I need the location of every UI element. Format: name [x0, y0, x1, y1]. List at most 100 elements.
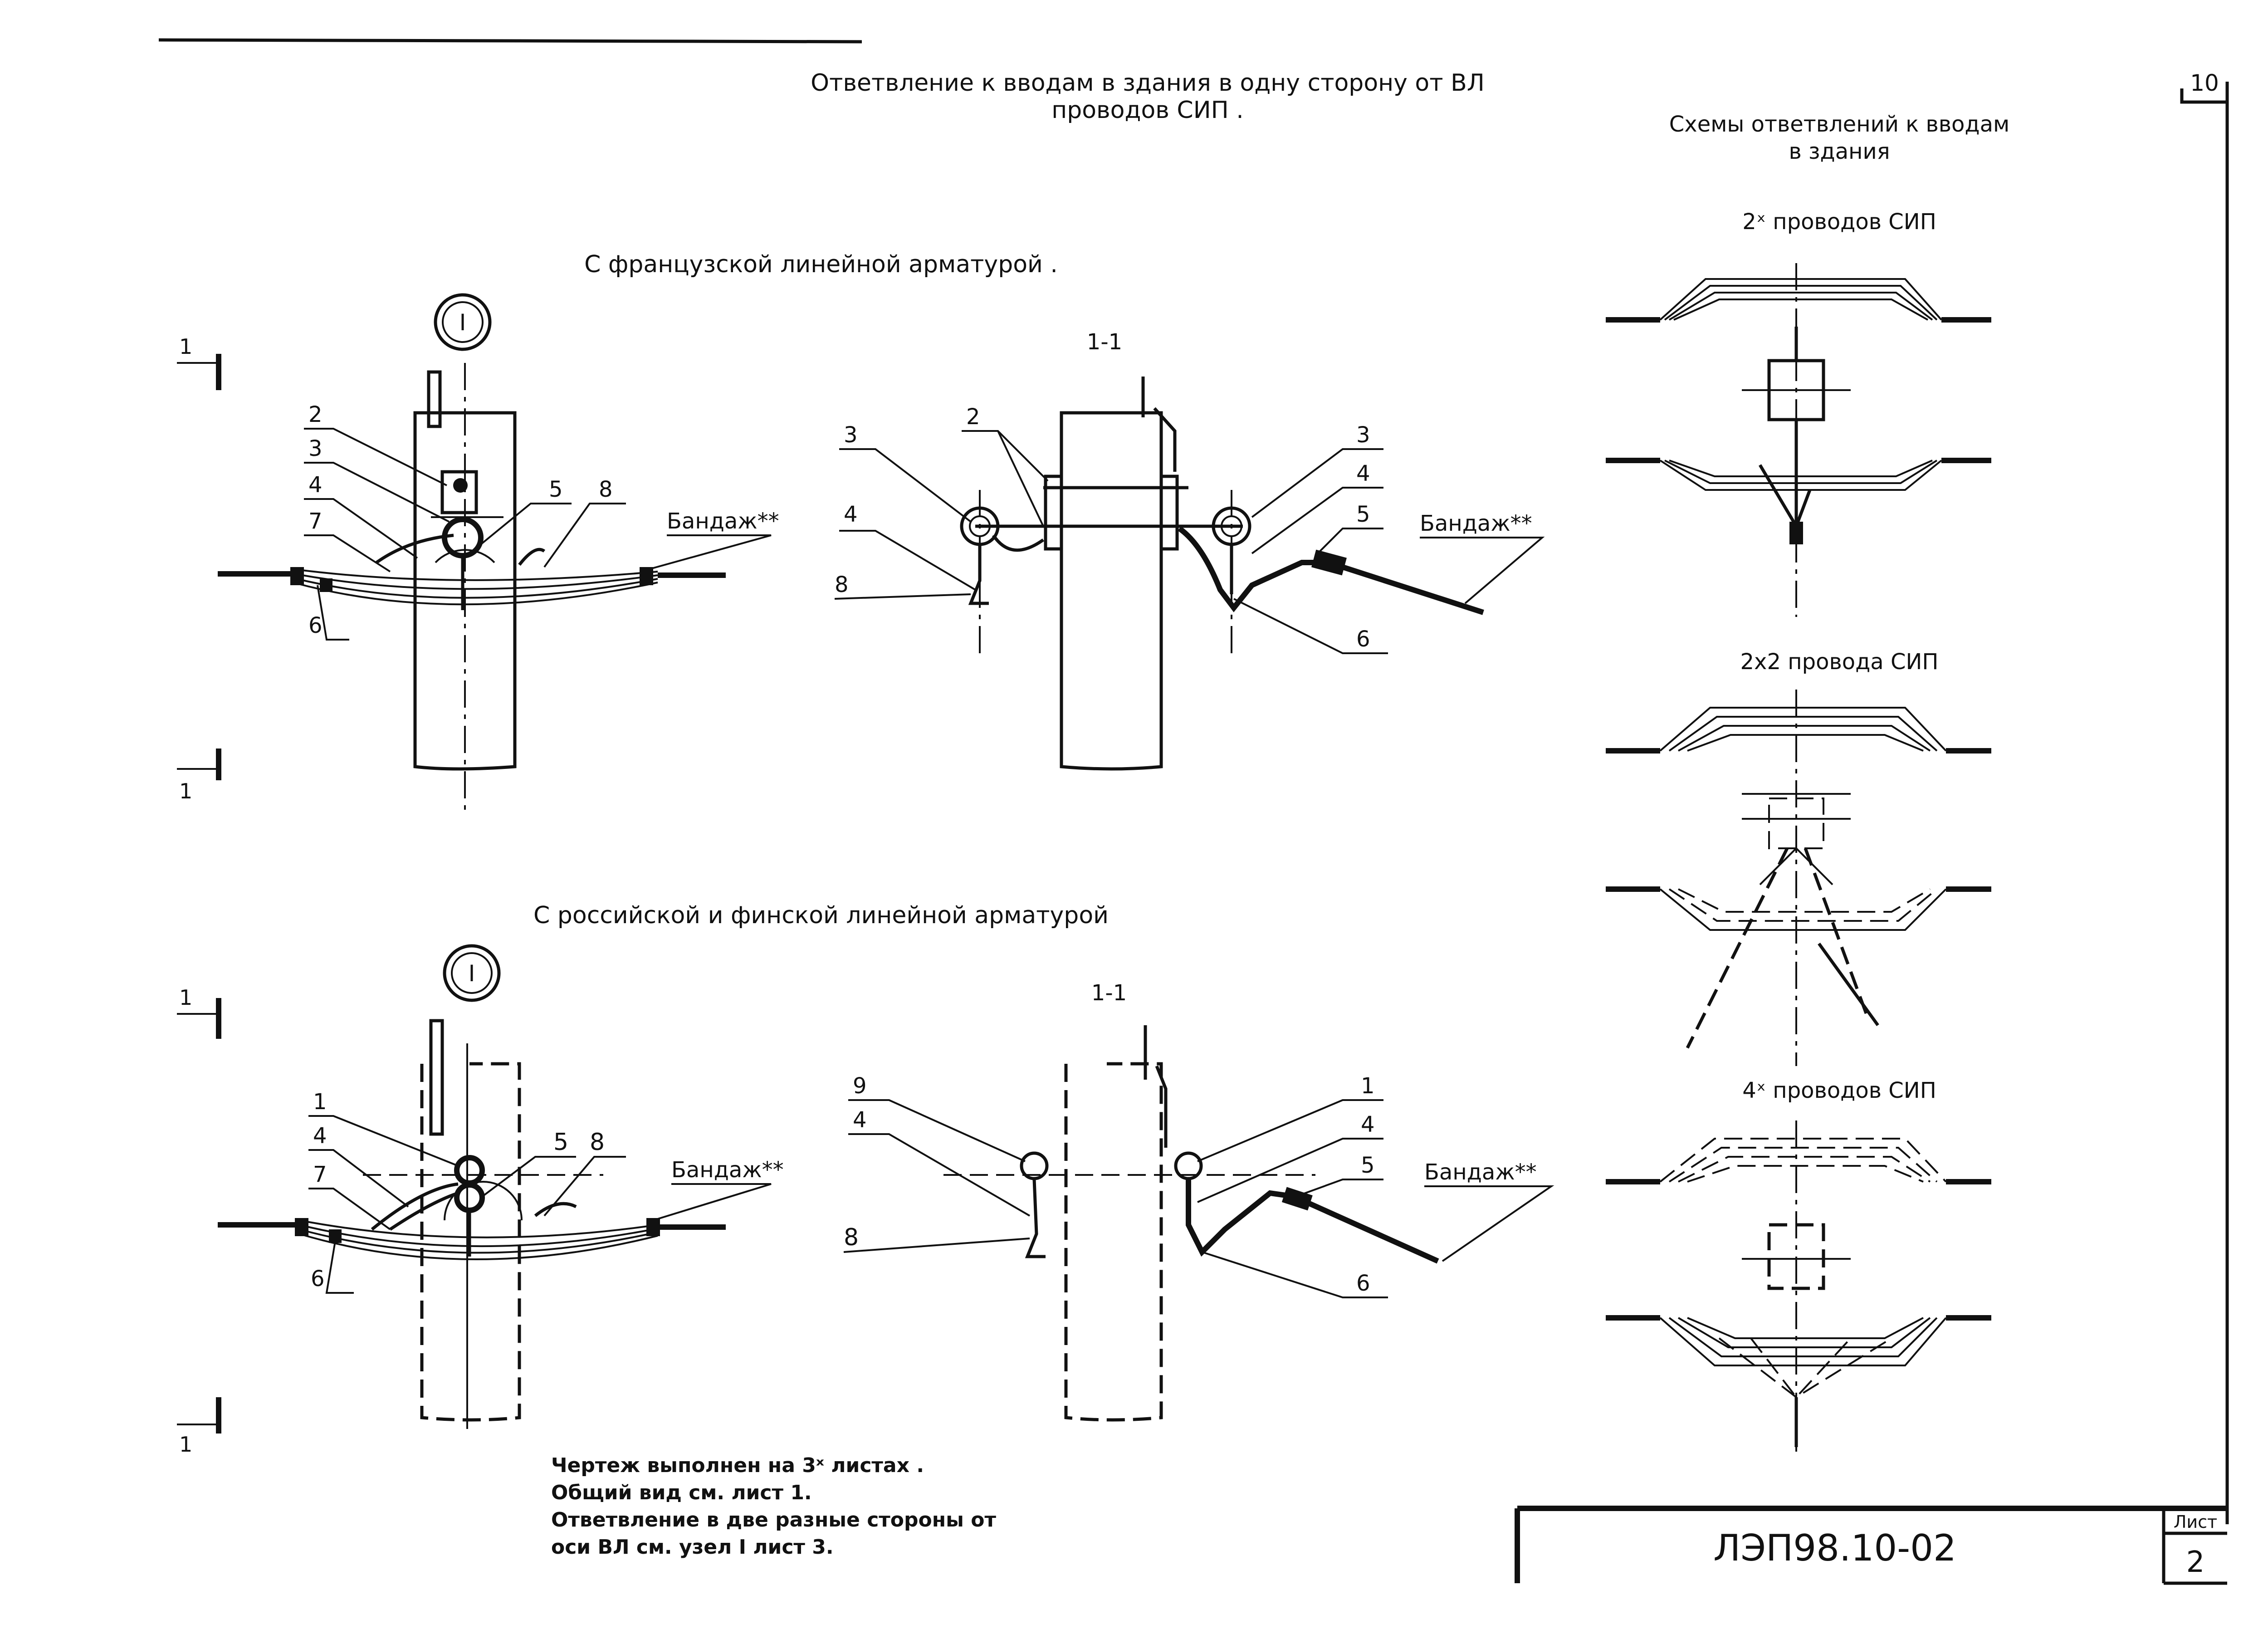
bottom-section-view: 1-1 9 4 8 1 4 5 6 Бандаж** — [843, 980, 1554, 1422]
svg-text:5: 5 — [1356, 502, 1370, 527]
sheet-number: 2 — [2186, 1546, 2205, 1579]
pole-top-rod — [427, 370, 442, 428]
top-front-view: 1 1 I — [177, 293, 779, 817]
scheme2-diagram — [1606, 690, 1991, 1066]
main-title-line2: проводов СИП . — [1051, 97, 1244, 124]
svg-text:4: 4 — [1361, 1112, 1375, 1137]
note-line4: оси ВЛ см. узел I лист 3. — [551, 1536, 834, 1559]
svg-text:1: 1 — [179, 779, 192, 803]
svg-text:9: 9 — [853, 1073, 867, 1099]
branch-wire-left-bottom — [371, 1182, 459, 1231]
svg-text:8: 8 — [844, 1224, 859, 1251]
top-section-view: 1-1 3 4 8 2 — [834, 329, 1545, 771]
bracket-arm — [1153, 407, 1177, 472]
main-cable-bundle-bottom — [218, 1218, 726, 1261]
svg-text:6: 6 — [1356, 626, 1370, 652]
scheme3-box — [1767, 1223, 1825, 1290]
svg-text:6: 6 — [308, 613, 323, 638]
svg-text:6: 6 — [1356, 1271, 1370, 1296]
notes-block: Чертеж выполнен на 3ˣ листах . Общий вид… — [551, 1454, 996, 1559]
pole-top-section — [1060, 411, 1163, 771]
svg-text:5: 5 — [553, 1129, 568, 1156]
bandage-label-bottom-section: Бандаж** — [1424, 1160, 1537, 1185]
svg-text:4: 4 — [844, 502, 858, 527]
plate-right — [1159, 475, 1179, 551]
note-line1: Чертеж выполнен на 3ˣ листах . — [551, 1454, 924, 1477]
sheet-label: Лист — [2174, 1512, 2217, 1532]
pole-top-rod-bottom — [429, 1019, 444, 1136]
bandage-label-top-front: Бандаж** — [667, 509, 779, 534]
svg-text:4: 4 — [853, 1107, 867, 1133]
cut-mark-top-upper: 1 — [177, 334, 221, 390]
svg-text:8: 8 — [599, 477, 613, 502]
scheme2-title: 2x2 провода СИП — [1740, 649, 1939, 675]
clamp-arc — [435, 549, 495, 563]
bandage-label-top-section: Бандаж** — [1420, 511, 1532, 536]
note-line3: Ответвление в две разные стороны от — [551, 1508, 996, 1531]
document-code: ЛЭП98.10-02 — [1713, 1527, 1956, 1569]
svg-text:4: 4 — [308, 472, 323, 498]
svg-text:I: I — [459, 309, 466, 336]
node-marker-top: I — [434, 293, 492, 351]
fastener-dot — [453, 478, 468, 493]
plate-left — [1044, 475, 1063, 551]
section-cut-label-bottom: 1-1 — [1091, 980, 1127, 1006]
svg-text:4: 4 — [313, 1123, 327, 1149]
pole-bottom-section — [1064, 1062, 1163, 1422]
main-cable-bundle-top — [218, 567, 726, 606]
svg-text:6: 6 — [311, 1266, 325, 1292]
svg-text:5: 5 — [549, 477, 563, 502]
svg-text:3: 3 — [844, 422, 858, 448]
cut-mark-top-lower: 1 — [177, 749, 221, 803]
section-cut-label-top: 1-1 — [1087, 329, 1122, 355]
branch-wire-left — [375, 533, 454, 564]
hook-right-bottom — [1174, 1151, 1203, 1180]
cable-out — [1342, 564, 1484, 615]
title-block: ЛЭП98.10-02 Лист 2 — [1515, 1506, 2227, 1585]
scheme3-diagram — [1606, 1120, 1991, 1452]
svg-text:1: 1 — [179, 1432, 192, 1457]
svg-text:2: 2 — [966, 404, 980, 430]
cable-out-bottom — [1305, 1199, 1439, 1264]
corner-box — [2180, 82, 2229, 104]
note-line2: Общий вид см. лист 1. — [551, 1481, 812, 1504]
node-marker-bottom: I — [443, 944, 501, 1002]
bracket — [440, 470, 478, 514]
callouts-bottom-section: 9 4 8 1 4 5 6 Бандаж** — [843, 1073, 1554, 1298]
svg-text:7: 7 — [308, 509, 323, 534]
schemes-title-line2: в здания — [1789, 139, 1890, 164]
section-heading-russian: С российской и финской линейной арматуро… — [533, 902, 1109, 929]
svg-text:3: 3 — [1356, 422, 1370, 448]
scheme1-diagram — [1606, 263, 1991, 617]
scheme1-title: 2ˣ проводов СИП — [1742, 209, 1936, 235]
callouts-bottom-front: 1 4 7 6 5 8 Бандаж** — [308, 1089, 784, 1294]
svg-text:8: 8 — [590, 1129, 605, 1156]
svg-text:7: 7 — [313, 1162, 327, 1187]
pole-bottom-front — [420, 1062, 521, 1422]
scheme3-title: 4ˣ проводов СИП — [1742, 1078, 1936, 1103]
callouts-top-section: 3 4 8 2 3 4 5 6 Бандаж** — [834, 404, 1545, 654]
cut-mark-bottom-lower: 1 — [177, 1397, 221, 1457]
clamp-ring-upper — [454, 1155, 485, 1186]
callouts-top-front: 2 3 4 7 6 5 8 Бандаж** — [304, 402, 779, 641]
top-rule-line — [158, 38, 862, 44]
svg-text:1: 1 — [179, 985, 192, 1010]
hook-left-bottom — [1020, 1151, 1049, 1180]
svg-text:1: 1 — [313, 1089, 327, 1115]
bandage-label-bottom-front: Бандаж** — [671, 1157, 784, 1183]
schemes-panel: Схемы ответвлений к вводам в здания 2ˣ п… — [1606, 112, 2009, 1452]
svg-text:I: I — [469, 960, 475, 987]
section-heading-french: С французской линейной арматурой . — [584, 251, 1058, 278]
connector — [1311, 549, 1347, 576]
bottom-front-view: 1 1 I — [177, 944, 784, 1457]
svg-text:8: 8 — [835, 572, 849, 597]
cut-mark-bottom-upper: 1 — [177, 985, 221, 1039]
branch-wire-right — [518, 548, 546, 566]
pole-top-front — [413, 411, 517, 771]
svg-text:1: 1 — [1361, 1073, 1375, 1099]
svg-text:5: 5 — [1361, 1153, 1375, 1178]
svg-text:1: 1 — [179, 334, 192, 359]
corner-sheet-number: 10 — [2190, 70, 2219, 96]
svg-text:3: 3 — [308, 436, 323, 461]
main-title-line1: Ответвление к вводам в здания в одну сто… — [811, 69, 1485, 97]
